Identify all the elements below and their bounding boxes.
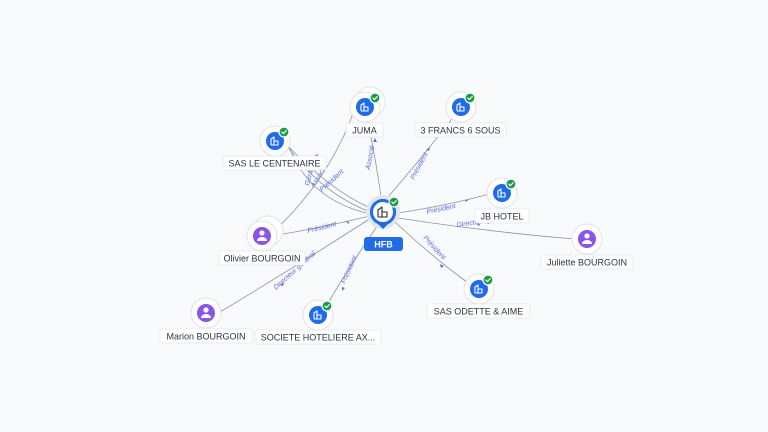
building-icon [270,136,279,146]
node-label-box-hfb [364,237,403,251]
person-icon [582,233,592,244]
edge-odette [394,221,469,284]
node-3francs[interactable]: 3 FRANCS 6 SOUS [414,91,507,138]
edge-arrow-hoteliere [342,287,345,291]
edge-jbhotel [397,192,494,214]
verified-check-icon [505,178,517,190]
node-label-olivier: Olivier BOURGOIN [223,254,300,264]
node-label-jbhotel: JB HOTEL [480,212,523,222]
node-label-box-juliette [540,254,634,270]
node-hfb[interactable]: HFB [364,195,403,251]
node-label-box-odette [426,303,531,319]
verified-check-icon [482,274,494,286]
edge-label-hoteliere: Président [340,254,359,285]
node-label-juma: JUMA [352,126,377,136]
node-label-box-centenaire [222,155,327,171]
node-label-box-3francs [414,122,507,138]
verified-check-icon [369,92,381,104]
node-label-box-marion [159,328,253,344]
edge-label-jbhotel: Président [426,203,457,216]
edge-marion [219,217,372,313]
node-label-juliette: Juliette BOURGOIN [547,258,627,268]
node-label-marion: Marion BOURGOIN [166,332,245,342]
node-jbhotel[interactable]: JB HOTEL [474,177,530,224]
verified-check-icon [464,92,476,104]
node-label-odette: SAS ODETTE & AIME [434,307,524,317]
building-icon [377,206,388,218]
person-icon [201,307,211,318]
verified-check-icon [278,126,290,138]
edge-arrow-juma [373,138,377,142]
node-label-box-jbhotel [474,208,530,224]
node-label-box-juma [345,122,384,138]
edge-arrow-olivier [345,221,349,224]
edge-hoteliere [326,224,379,306]
node-juliette[interactable]: Juliette BOURGOIN [540,223,634,270]
edge-arrow-3francs [426,147,430,151]
building-icon [313,310,322,320]
verified-check-icon [388,196,400,208]
building-icon [474,284,483,294]
node-label-hoteliere: SOCIETE HOTELIERE AX... [261,333,376,343]
node-label-box-hoteliere [254,329,382,345]
node-label-hfb: HFB [374,240,393,250]
edge-centenaire-b [286,145,371,213]
node-odette[interactable]: SAS ODETTE & AIME [426,273,531,319]
edge-centenaire-a [284,142,371,209]
person-icon [257,230,267,241]
verified-check-icon [321,300,333,312]
edge-label-juma: Associé [365,145,376,171]
edge-arrow-odette [440,264,444,268]
node-centenaire[interactable]: SAS LE CENTENAIRE [222,125,327,171]
edge-arrow-marion [280,282,284,286]
node-label-box-olivier [218,250,306,266]
node-marion[interactable]: Marion BOURGOIN [159,297,253,344]
edge-label-3francs: Président [410,151,431,181]
node-hoteliere[interactable]: SOCIETE HOTELIERE AX... [254,299,382,345]
edge-label-olivier: Président [307,221,338,235]
node-olivier[interactable]: Olivier BOURGOIN [218,215,306,266]
edge-arrow-juliette [476,223,480,226]
building-icon [456,102,465,112]
node-label-3francs: 3 FRANCS 6 SOUS [420,126,500,136]
edge-juliette [397,217,575,240]
edge-arrow-jbhotel [465,199,469,202]
edge-label-odette: Président [422,235,448,262]
building-icon [360,102,369,112]
building-icon [497,188,506,198]
node-juma[interactable]: JUMA [345,86,386,138]
node-label-centenaire: SAS LE CENTENAIRE [228,159,320,169]
